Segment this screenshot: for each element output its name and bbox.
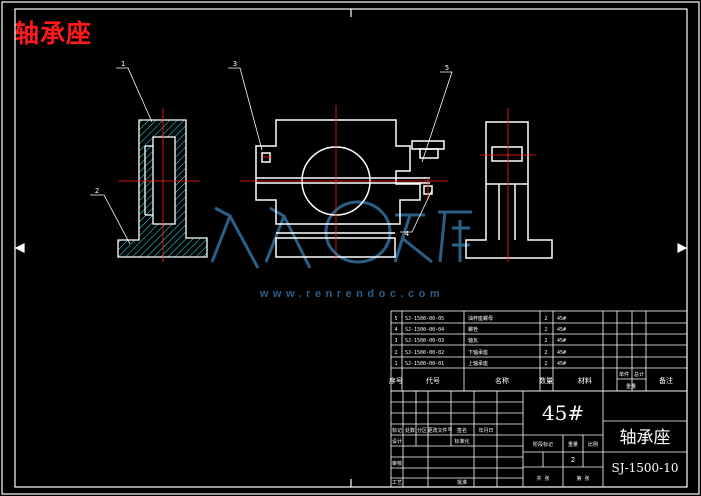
header-total-weight: 总计 xyxy=(634,371,644,378)
front-view xyxy=(255,119,445,258)
side-view-centerlines xyxy=(480,108,536,262)
label-sheet-no: 第 张 xyxy=(576,475,589,482)
header-qty: 数量 xyxy=(539,376,553,385)
part-row-no: 4 xyxy=(394,327,397,333)
part-row-no: 1 xyxy=(394,361,397,367)
part-row-name: 螺栓 xyxy=(468,326,478,333)
title-block-grid xyxy=(390,390,688,488)
part-row-name: 下轴承座 xyxy=(468,349,488,356)
header-unit-weight: 单件 xyxy=(619,371,629,378)
drawing-number: SJ-1500-10 xyxy=(612,461,679,475)
part-row-code: SJ-1500-00-03 xyxy=(405,338,444,344)
label-count: 处数 xyxy=(405,427,415,434)
part-row-code: SJ-1500-00-04 xyxy=(405,327,444,333)
label-standard: 标准化 xyxy=(454,438,469,445)
part-row-qty: 2 xyxy=(544,316,547,322)
label-approve: 批准 xyxy=(457,479,467,486)
label-sign: 签名 xyxy=(457,427,467,434)
side-view xyxy=(465,121,553,259)
header-name: 名称 xyxy=(495,376,509,385)
watermark: www.renrendoc.com xyxy=(210,200,472,300)
part-row-code: SJ-1500-00-02 xyxy=(405,350,444,356)
parts-list-header: 序号 代号 名称 数量 材料 单件 总计 重量 备注 xyxy=(389,371,673,390)
part-row-name: 上轴承座 xyxy=(468,360,488,367)
part-row-qty: 2 xyxy=(544,338,547,344)
part-row-material: 45# xyxy=(557,327,566,333)
header-weight: 重量 xyxy=(626,383,636,390)
callout-2: 2 xyxy=(95,187,99,195)
part-row-qty: 2 xyxy=(544,327,547,333)
label-date: 年月日 xyxy=(478,427,493,434)
label-mark: 标记 xyxy=(392,427,402,434)
label-stage: 阶段标记 xyxy=(533,441,553,448)
part-row-qty: 2 xyxy=(544,350,547,356)
label-change-no: 更改文件号 xyxy=(427,427,452,434)
label-scale: 比例 xyxy=(588,441,598,448)
front-view-centerlines xyxy=(240,105,448,260)
part-row-no: 5 xyxy=(394,316,397,322)
label-weight: 重量 xyxy=(568,441,578,448)
label-review: 审核 xyxy=(392,460,402,467)
part-row-no: 3 xyxy=(394,338,397,344)
watermark-url: www.renrendoc.com xyxy=(259,288,444,300)
label-sheet-total: 共 张 xyxy=(536,475,549,482)
part-row-material: 45# xyxy=(557,316,566,322)
material-value: 45# xyxy=(542,401,584,425)
inner-frame xyxy=(14,8,688,488)
part-row-material: 45# xyxy=(557,338,566,344)
callout-3: 3 xyxy=(233,60,237,68)
label-process: 工艺 xyxy=(392,480,402,486)
part-row-material: 45# xyxy=(557,350,566,356)
header-remark: 备注 xyxy=(659,376,673,385)
title-block-labels: 标记 处数 分区 更改文件号 签名 年月日 设计 标准化 审核 工艺 批准 阶段… xyxy=(392,427,598,486)
part-row-name: 轴瓦 xyxy=(468,337,478,344)
centering-marks xyxy=(14,9,688,487)
leader-lines xyxy=(90,67,453,245)
parts-list-rows: 5 SJ-1500-00-05 油杯座螺母 2 45# 4 SJ-1500-00… xyxy=(394,315,566,367)
header-no: 序号 xyxy=(389,376,403,385)
part-row-code: SJ-1500-00-05 xyxy=(405,316,444,322)
part-row-qty: 2 xyxy=(544,361,547,367)
part-row-code: SJ-1500-00-01 xyxy=(405,361,444,367)
parts-list-grid xyxy=(390,310,688,392)
callout-4: 4 xyxy=(405,230,409,238)
callout-1: 1 xyxy=(121,60,125,68)
part-row-name: 油杯座螺母 xyxy=(468,315,493,322)
header-material: 材料 xyxy=(578,376,592,385)
part-row-no: 2 xyxy=(394,350,397,356)
label-zone: 分区 xyxy=(417,427,427,434)
part-row-material: 45# xyxy=(557,361,566,367)
callout-5: 5 xyxy=(445,64,449,72)
drawing-title: 轴承座 xyxy=(14,19,93,48)
scale-value: 2 xyxy=(571,456,575,464)
part-name: 轴承座 xyxy=(620,428,671,448)
left-section-view xyxy=(117,119,208,258)
header-code: 代号 xyxy=(426,376,440,385)
label-design: 设计 xyxy=(392,438,402,445)
left-view-centerlines xyxy=(118,108,200,262)
